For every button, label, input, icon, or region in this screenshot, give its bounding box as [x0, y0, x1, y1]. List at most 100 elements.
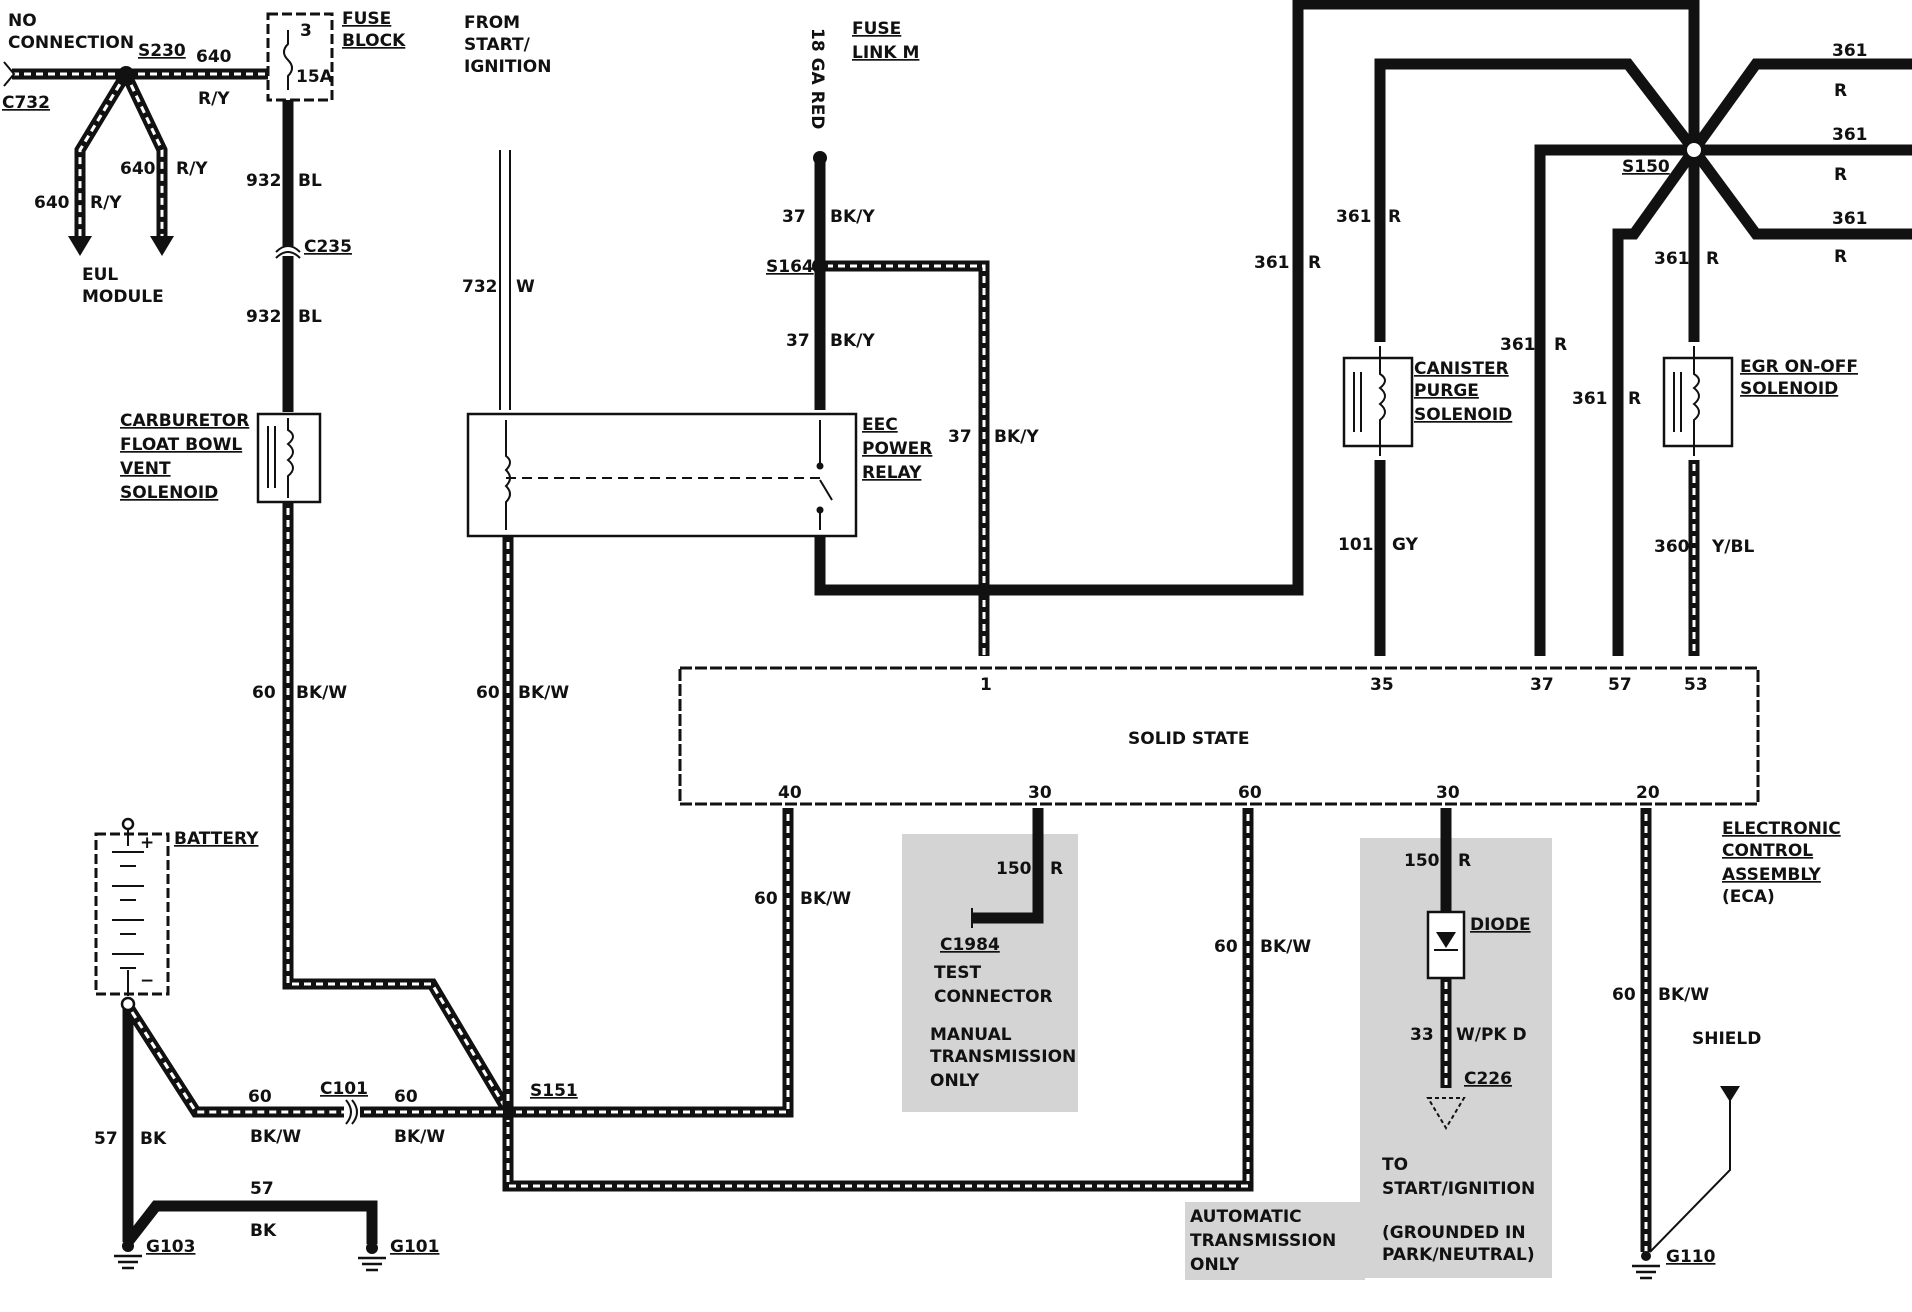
wire-60-battery	[123, 1003, 508, 1125]
wire-60-g-color: BK/W	[1658, 985, 1709, 1005]
canister-solenoid-box	[1342, 356, 1414, 448]
wire-932	[275, 100, 301, 412]
carb-label-3: VENT	[120, 459, 171, 479]
wire-57-battery	[122, 1000, 378, 1246]
no-connection-label: NO	[8, 11, 37, 31]
carb-coil-icon	[286, 418, 294, 498]
pin-37: 37	[1530, 675, 1554, 695]
test-connector-1: TEST	[934, 963, 981, 983]
wire-60-a-num: 60	[252, 683, 276, 703]
g101-label: G101	[390, 1237, 439, 1257]
auto-trans-2: TRANSMISSION	[1190, 1231, 1336, 1251]
wire-932-color-a: BL	[298, 171, 322, 191]
s164-label: S164	[766, 257, 814, 277]
wire-33-num: 33	[1410, 1025, 1434, 1045]
s150-label: S150	[1622, 157, 1670, 177]
manual-trans-shade	[902, 834, 1078, 1112]
wire-361-7-color: R	[1554, 335, 1567, 355]
diode-icon	[1436, 932, 1456, 948]
wire-60-c-color: BK/W	[800, 889, 851, 909]
to-start-2: START/IGNITION	[1382, 1179, 1535, 1199]
wire-361-2-num: 361	[1832, 41, 1868, 61]
wire-360-color: Y/BL	[1711, 537, 1754, 557]
wire-60-c-num: 60	[754, 889, 778, 909]
wire-640-right: 640	[196, 47, 232, 67]
wire-ry-left: R/Y	[90, 193, 122, 213]
pin-30-a: 30	[1028, 783, 1052, 803]
test-connector-2: CONNECTOR	[934, 987, 1053, 1007]
wire-60-g-num: 60	[1612, 985, 1636, 1005]
wire-37-a-color: BK/Y	[830, 207, 875, 227]
g110-label: G110	[1666, 1247, 1716, 1267]
grounded-1: (GROUNDED IN	[1382, 1223, 1526, 1243]
g103-ground-icon	[114, 1254, 142, 1270]
wire-360-num: 360	[1654, 537, 1690, 557]
battery-label: BATTERY	[174, 829, 259, 849]
wire-60-pin40	[508, 808, 794, 1118]
wire-150-b-num: 150	[1404, 851, 1440, 871]
wire-150-a-num: 150	[996, 859, 1032, 879]
wire-361-7-num: 361	[1500, 335, 1536, 355]
wire-37-c-color: BK/Y	[994, 427, 1039, 447]
c101-label: C101	[320, 1079, 368, 1099]
fuse-block-box	[266, 12, 334, 102]
wire-101-color: GY	[1392, 535, 1419, 555]
wire-37	[814, 160, 990, 656]
eca-box	[678, 666, 1760, 806]
wire-361-1-num: 361	[1254, 253, 1290, 273]
solid-state-label: SOLID STATE	[1128, 729, 1249, 749]
manual-trans-1: MANUAL	[930, 1025, 1012, 1045]
eec-relay-box	[466, 412, 858, 538]
wire-ry-mid: R/Y	[176, 159, 208, 179]
wire-37-b-color: BK/Y	[830, 331, 875, 351]
battery-icon	[112, 830, 144, 996]
wire-57-b-num: 57	[250, 1179, 274, 1199]
battery-positive-terminal	[121, 817, 135, 831]
wire-60-pin60	[502, 808, 1254, 1192]
pin-40: 40	[778, 783, 802, 803]
shield-icon	[1720, 1086, 1740, 1102]
wire-60-a-color: BK/W	[296, 683, 347, 703]
fuse-link-2: LINK M	[852, 43, 919, 63]
fuse-block-label: FUSE	[342, 9, 391, 29]
wire-57-b-color: BK	[250, 1221, 277, 1241]
wire-37-b-num: 37	[786, 331, 810, 351]
auto-trans-3: ONLY	[1190, 1255, 1240, 1275]
wire-60-d-color: BK/W	[1260, 937, 1311, 957]
fuse-link-1: FUSE	[852, 19, 901, 39]
auto-trans-shade-right	[1360, 838, 1552, 1278]
s151-label: S151	[530, 1081, 578, 1101]
no-connection-label-2: CONNECTION	[8, 33, 134, 53]
s164-splice	[812, 258, 828, 274]
wire-60-e-num: 60	[248, 1087, 272, 1107]
eca-label-2: CONTROL	[1722, 841, 1813, 861]
carb-label-4: SOLENOID	[120, 483, 218, 503]
pin-60: 60	[1238, 783, 1262, 803]
wire-640-left: 640	[34, 193, 70, 213]
wire-361-3-num: 361	[1832, 125, 1868, 145]
c226-connector-icon	[1426, 1097, 1466, 1130]
canister-label-1: CANISTER	[1414, 359, 1509, 379]
from-start-1: FROM	[464, 13, 520, 33]
from-start-3: IGNITION	[464, 57, 551, 77]
wire-150-a	[972, 808, 1044, 924]
egr-label-2: SOLENOID	[1740, 379, 1838, 399]
wire-60-carb	[282, 502, 513, 1115]
wire-150-b-color: R	[1458, 851, 1471, 871]
wire-732	[499, 150, 511, 410]
pin-20: 20	[1636, 783, 1660, 803]
wire-361-8-num: 361	[1572, 389, 1608, 409]
eca-label-4: (ECA)	[1722, 887, 1775, 907]
wire-ry-right: R/Y	[198, 89, 230, 109]
g110-ground-icon	[1632, 1264, 1660, 1280]
wire-361-4-color: R	[1834, 247, 1847, 267]
wire-361-6-color: R	[1706, 249, 1719, 269]
wire-361-4-num: 361	[1832, 209, 1868, 229]
wire-361-5-color: R	[1388, 207, 1401, 227]
wire-60-f-color: BK/W	[394, 1127, 445, 1147]
shield-wire	[1649, 1094, 1731, 1253]
grounded-2: PARK/NEUTRAL)	[1382, 1245, 1535, 1265]
wire-732-num: 732	[462, 277, 498, 297]
wire-60-e-color: BK/W	[250, 1127, 301, 1147]
